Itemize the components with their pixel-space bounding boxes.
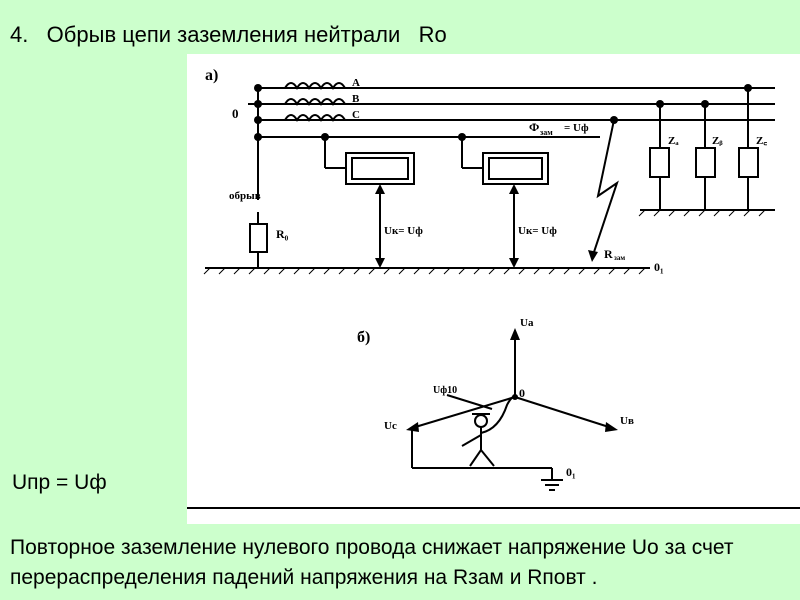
fault-path bbox=[591, 119, 619, 259]
label-rzam: R bbox=[604, 247, 613, 261]
slide-title: 4. Обрыв цепи заземления нейтрали Ro bbox=[10, 22, 447, 47]
label-uphi0: Uф10 bbox=[433, 385, 457, 396]
label-phase-b: В bbox=[352, 93, 360, 105]
load-zc bbox=[738, 147, 759, 178]
label-neutral: 0 bbox=[232, 106, 239, 121]
label-ub: Uв bbox=[620, 415, 634, 427]
label-ux1: Uк= Uф bbox=[384, 225, 423, 237]
label-zc: Z꜀ bbox=[756, 135, 767, 147]
coil-c bbox=[284, 114, 346, 122]
load-za bbox=[649, 147, 670, 178]
person-figure bbox=[461, 396, 514, 467]
load-zb bbox=[695, 147, 716, 178]
label-ua: Uа bbox=[520, 317, 534, 329]
label-uc: Uс bbox=[384, 420, 397, 432]
label-part-a: а) bbox=[205, 67, 218, 84]
vector-uc bbox=[411, 396, 516, 429]
label-break: обрыв bbox=[229, 190, 261, 202]
label-o-point: 0 bbox=[519, 386, 525, 400]
label-ux2: Uк= Uф bbox=[518, 225, 557, 237]
label-za: Zₐ bbox=[668, 135, 679, 147]
label-part-b: б) bbox=[357, 329, 370, 346]
vector-ub bbox=[514, 396, 613, 429]
label-phi-eq: = Uф bbox=[564, 122, 589, 134]
label-phi-sub: зам bbox=[540, 128, 553, 137]
label-phase-c: С bbox=[352, 109, 360, 121]
label-zb: Zᵦ bbox=[712, 135, 723, 147]
coil-b bbox=[284, 98, 346, 106]
bottom-text: Повторное заземление нулевого провода сн… bbox=[10, 536, 734, 589]
label-phi: Ф bbox=[529, 120, 539, 134]
label-ground-a: 0₁ bbox=[654, 260, 664, 274]
coil-a bbox=[284, 82, 346, 90]
formula-text: Uпр = Uф bbox=[12, 471, 107, 494]
label-r0: R₀ bbox=[276, 227, 289, 241]
equipment-2 bbox=[482, 152, 549, 185]
label-rzam-sub: зам bbox=[614, 254, 625, 262]
label-ground-b: 0₁ bbox=[566, 465, 576, 479]
diagram-panel bbox=[187, 54, 800, 524]
r0-resistor bbox=[249, 223, 268, 253]
label-phase-a: А bbox=[352, 77, 360, 89]
